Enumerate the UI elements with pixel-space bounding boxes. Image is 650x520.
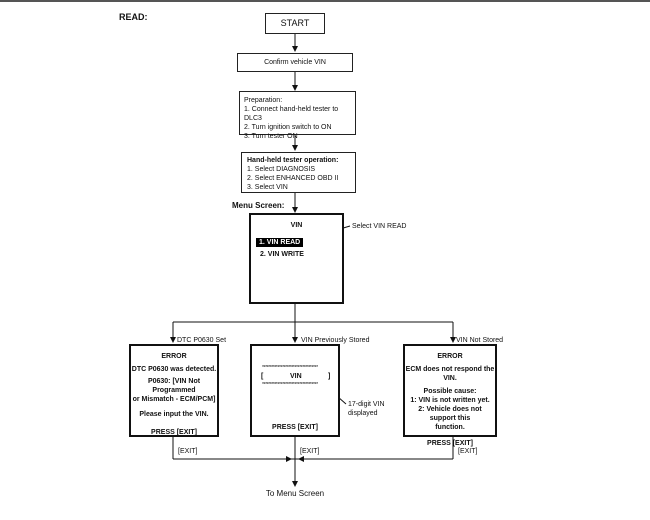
branch-label-stored: VIN Previously Stored: [301, 337, 370, 344]
screen-dtc-error-line: Please input the VIN.: [139, 411, 209, 418]
top-border: [0, 0, 650, 2]
callout-17-digit-vin: 17-digit VIN displayed: [348, 400, 385, 418]
screen-vin-not-stored: ERROR ECM does not respond the VIN. Poss…: [403, 344, 497, 447]
exit-label-right: [EXIT]: [458, 448, 478, 455]
preparation-step: 3. Turn tester ON: [244, 133, 298, 140]
screen-not-stored-line: function.: [435, 424, 465, 431]
exit-label-left: [EXIT]: [178, 448, 198, 455]
exit-label-middle: [EXIT]: [300, 448, 320, 455]
screen-not-stored-line: 1: VIN is not written yet.: [410, 397, 490, 404]
tester-operation-step: 3. Select VIN: [247, 184, 288, 191]
screen-not-stored-line: 2: Vehicle does not support this: [418, 406, 482, 422]
callout-17-digit-vin-line1: 17-digit VIN: [348, 401, 385, 408]
menu-screen-title: VIN: [290, 222, 303, 229]
confirm-vin-box: Confirm vehicle VIN: [237, 53, 353, 72]
menu-item-vin-read[interactable]: 1. VIN READ: [256, 238, 304, 247]
screen-dtc-error-line: P0630: [VIN Not Programmed: [147, 378, 201, 394]
screen-vin-stored: ************************************ [ V…: [250, 344, 340, 437]
callout-17-digit-vin-line2: displayed: [348, 410, 378, 417]
start-box: START: [265, 13, 325, 34]
tester-operation-step: 1. Select DIAGNOSIS: [247, 166, 316, 173]
screen-vin-value: VIN: [290, 373, 302, 380]
menu-item-vin-write[interactable]: 2. VIN WRITE: [260, 251, 304, 258]
confirm-vin-label: Confirm vehicle VIN: [264, 59, 326, 66]
screen-not-stored-press: PRESS [EXIT]: [427, 440, 473, 447]
screen-vin-bracket-open: [: [261, 373, 264, 380]
branch-label-not-stored: VIN Not Stored: [456, 337, 504, 344]
screen-dtc-error-title: ERROR: [161, 353, 187, 360]
screen-vin-stars-top: ************************************: [262, 365, 318, 371]
tester-operation-box: Hand-held tester operation: 1. Select DI…: [241, 152, 356, 193]
screen-not-stored-line: ECM does not respond the VIN.: [405, 366, 495, 382]
screen-vin-press: PRESS [EXIT]: [272, 424, 318, 431]
preparation-title: Preparation:: [244, 97, 283, 104]
screen-not-stored-title: ERROR: [437, 353, 463, 360]
to-menu-screen-label: To Menu Screen: [265, 489, 325, 498]
menu-screen-label: Menu Screen:: [232, 201, 285, 210]
preparation-box: Preparation: 1. Connect hand-held tester…: [239, 91, 356, 140]
start-label: START: [280, 18, 310, 28]
screen-not-stored-line: Possible cause:: [423, 388, 477, 395]
screen-dtc-error-line: DTC P0630 was detected.: [131, 366, 217, 373]
heading: READ:: [119, 12, 148, 22]
screen-dtc-error: ERROR DTC P0630 was detected. P0630: [VI…: [129, 344, 219, 437]
screen-vin-stars-bottom: ************************************: [262, 382, 318, 388]
screen-dtc-error-line: or Mismatch - ECM/PCM]: [132, 396, 216, 403]
screen-dtc-error-press: PRESS [EXIT]: [151, 429, 197, 436]
menu-screen: VIN 1. VIN READ 2. VIN WRITE: [249, 213, 344, 304]
preparation-step: 1. Connect hand-held tester to DLC3: [244, 106, 339, 122]
screen-vin-bracket-close: ]: [328, 373, 331, 380]
callout-select-vin-read: Select VIN READ: [352, 223, 407, 230]
menu-item-vin-read-label: 1. VIN READ: [256, 238, 304, 247]
tester-operation-title: Hand-held tester operation:: [247, 157, 339, 164]
tester-operation-step: 2. Select ENHANCED OBD II: [247, 175, 339, 182]
preparation-step: 2. Turn ignition switch to ON: [244, 124, 332, 131]
branch-label-dtc: DTC P0630 Set: [177, 337, 227, 344]
